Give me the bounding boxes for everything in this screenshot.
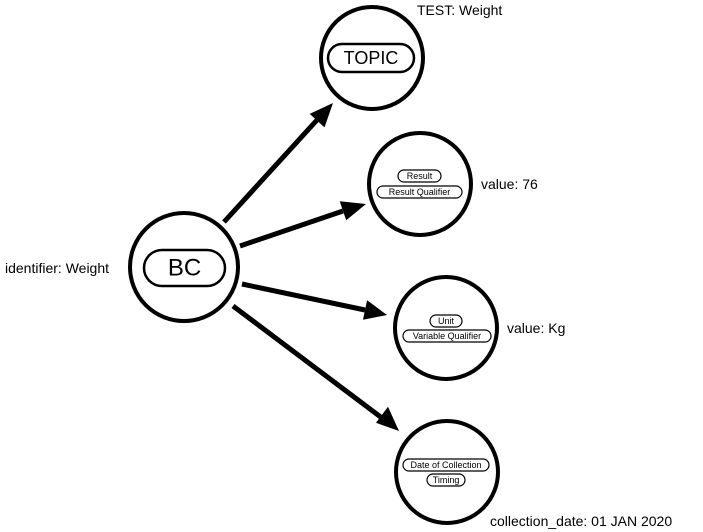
- result-qualifier-tag: Result Qualifier: [389, 187, 451, 197]
- bc-name: BC: [168, 255, 201, 282]
- topic-pill: [326, 42, 416, 74]
- result-value-label: value: 76: [481, 176, 538, 192]
- edge-bc-unit: [241, 281, 387, 320]
- node-result: Result Result Qualifier: [367, 131, 473, 237]
- node-unit: Unit Variable Qualifier: [393, 275, 499, 381]
- collection-date-label: collection_date: 01 JAN 2020: [490, 513, 672, 529]
- edge-bc-result: [239, 201, 366, 249]
- result-tag-pill: [397, 169, 442, 183]
- node-topic: TOPIC: [319, 5, 425, 111]
- variable-qualifier-tag: Variable Qualifier: [413, 331, 481, 341]
- variable-qualifier-pill: [402, 329, 492, 343]
- bc-pill: [142, 248, 227, 288]
- date-of-collection-tag: Date of Collection: [410, 460, 481, 470]
- edge-bc-timing: [231, 304, 399, 431]
- unit-tag-pill: [429, 314, 463, 328]
- timing-tag-pill: [426, 473, 466, 487]
- topic-test-label: TEST: Weight: [417, 2, 502, 18]
- result-qualifier-pill: [376, 185, 463, 199]
- unit-value-label: value: Kg: [507, 320, 565, 336]
- node-timing: Date of Collection Timing: [394, 419, 500, 525]
- bc-identifier-label: identifier: Weight: [5, 260, 109, 276]
- result-tag: Result: [407, 171, 433, 181]
- date-of-collection-pill: [402, 458, 490, 472]
- timing-tag: Timing: [433, 475, 460, 485]
- topic-name: TOPIC: [344, 48, 399, 68]
- edge-bc-topic: [222, 103, 333, 224]
- unit-tag: Unit: [438, 316, 455, 326]
- node-bc: BC: [128, 211, 240, 323]
